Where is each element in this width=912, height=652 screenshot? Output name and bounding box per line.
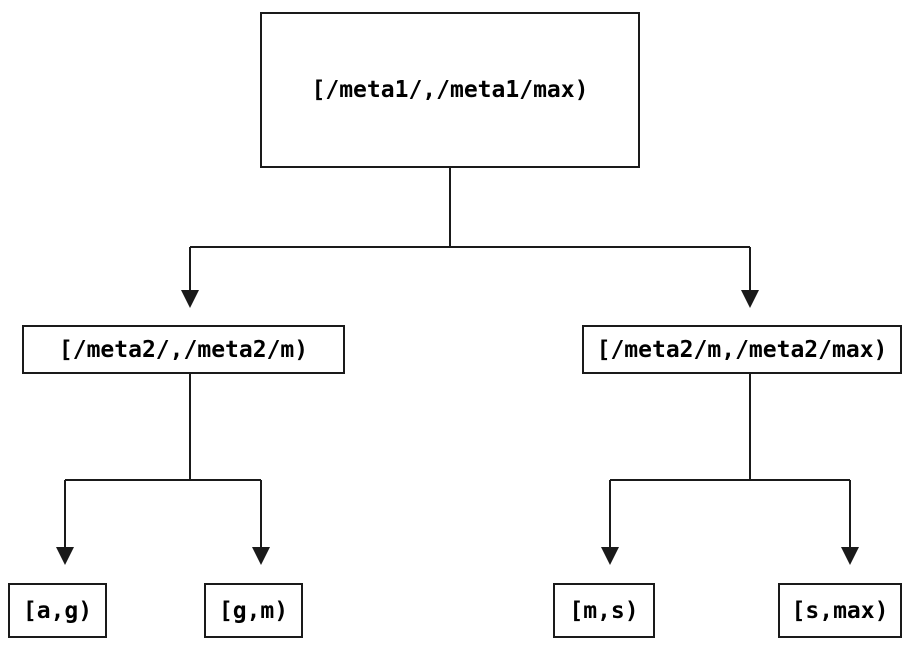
edge-root-children [181,168,759,308]
node-leaf-smax: [s,max) [778,583,902,638]
arrow-down-icon [601,547,619,565]
arrow-down-icon [841,547,859,565]
arrow-down-icon [56,547,74,565]
node-leaf-ms: [m,s) [553,583,655,638]
node-left-mid: [/meta2/,/meta2/m) [22,325,345,374]
node-right-mid: [/meta2/m,/meta2/max) [582,325,902,374]
arrow-down-icon [741,290,759,308]
node-leaf-gm: [g,m) [204,583,303,638]
node-leaf-ag: [a,g) [8,583,107,638]
edge-right-mid-children [601,374,859,565]
arrow-down-icon [252,547,270,565]
node-root: [/meta1/,/meta1/max) [260,12,640,168]
edge-left-mid-children [56,374,270,565]
arrow-down-icon [181,290,199,308]
